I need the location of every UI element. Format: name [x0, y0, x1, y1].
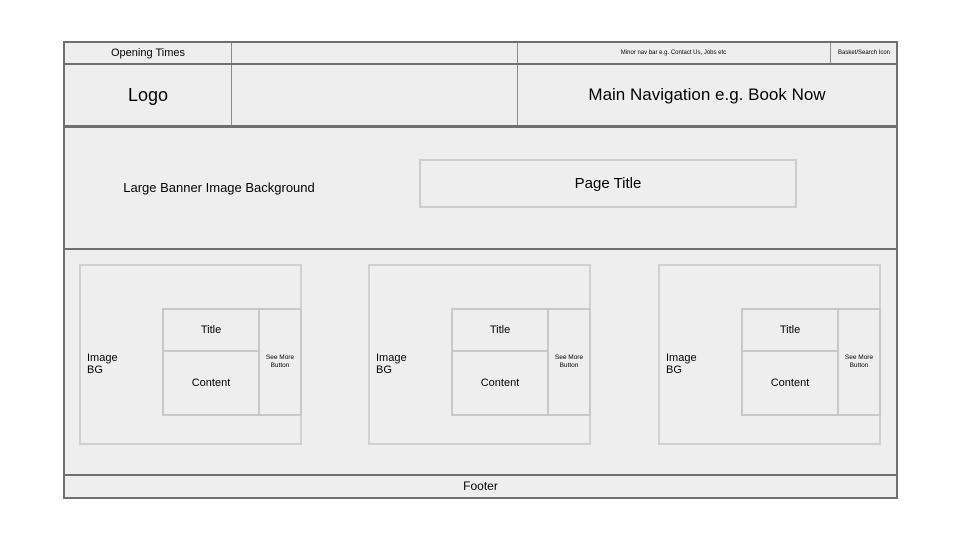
see-more-label: See More Button — [265, 353, 295, 369]
see-more-button[interactable]: See More Button — [258, 308, 302, 416]
opening-times-label: Opening Times — [111, 46, 185, 59]
divider — [231, 43, 232, 63]
minor-nav-label: Minor nav bar e.g. Contact Us, Jobs etc — [620, 49, 727, 56]
card-title-box: Title — [162, 308, 260, 352]
card-content: Content — [480, 376, 520, 389]
card-content-box: Content — [162, 350, 260, 416]
card-image-label: Image BG — [666, 352, 697, 376]
see-more-label: See More Button — [844, 353, 874, 369]
card-image-label: Image BG — [87, 352, 118, 376]
card-content: Content — [770, 376, 810, 389]
card-title: Title — [489, 323, 511, 336]
divider — [830, 43, 831, 63]
divider — [517, 43, 518, 63]
top-bar: Opening Times Minor nav bar e.g. Contact… — [63, 41, 898, 65]
card-image-label: Image BG — [376, 352, 407, 376]
divider — [517, 65, 518, 125]
see-more-button[interactable]: See More Button — [547, 308, 591, 416]
card-title: Title — [779, 323, 801, 336]
card-title-box: Title — [451, 308, 549, 352]
logo-label: Logo — [127, 84, 169, 105]
card-title: Title — [200, 323, 222, 336]
card-title-box: Title — [741, 308, 839, 352]
see-more-label: See More Button — [554, 353, 584, 369]
divider — [231, 65, 232, 125]
card-content: Content — [191, 376, 231, 389]
footer-label: Footer — [463, 478, 498, 493]
banner: Large Banner Image Background Page Title — [63, 126, 898, 250]
see-more-button[interactable]: See More Button — [837, 308, 881, 416]
card-content-box: Content — [451, 350, 549, 416]
banner-background-label: Large Banner Image Background — [123, 179, 315, 195]
card-content-box: Content — [741, 350, 839, 416]
page-title: Page Title — [574, 174, 642, 192]
page-title-box: Page Title — [419, 159, 797, 208]
nav-row: Logo Main Navigation e.g. Book Now — [63, 63, 898, 127]
cards-section: Image BG Title Content See More Button I… — [63, 248, 898, 476]
basket-search-label: Basket/Search Icon — [837, 49, 891, 56]
main-navigation-label: Main Navigation e.g. Book Now — [588, 85, 826, 105]
footer: Footer — [63, 474, 898, 499]
